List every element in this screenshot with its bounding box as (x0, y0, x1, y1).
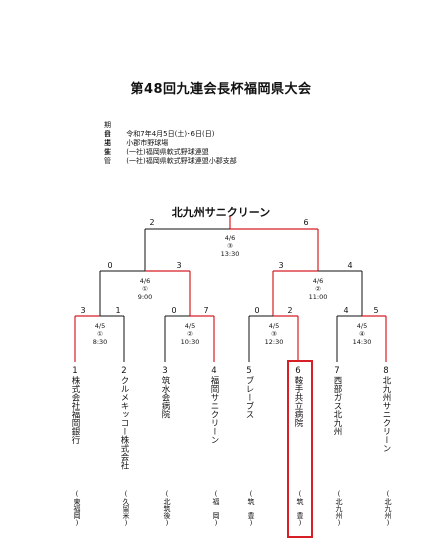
region-label: (北筑後) (163, 490, 171, 527)
score-final-left: 2 (149, 218, 155, 227)
team-4-region: (福 岡) (209, 490, 221, 529)
match-time: 9:00 (137, 293, 153, 301)
team-seed: 1 (72, 366, 78, 376)
match-info-qf1: 4/5 ① 8:30 (80, 322, 120, 346)
match-time: 11:00 (308, 293, 328, 301)
score-sf2-right: 4 (347, 261, 353, 270)
region-label: (久留米) (122, 490, 130, 527)
match-info-sf2: 4/6 ② 11:00 (298, 277, 338, 301)
region-label: (東福岡) (73, 490, 81, 527)
match-date: 4/6 (224, 234, 236, 242)
team-seed: 4 (211, 366, 217, 376)
team-6: 6 鞍手共立病院 (291, 366, 305, 430)
match-time: 14:30 (352, 338, 372, 346)
team-8: 8 北九州サニクリーン (379, 366, 393, 456)
team-5-region: (筑 豊) (244, 490, 256, 529)
team-name: 鞍手共立病院 (293, 376, 303, 427)
team-seed: 5 (246, 366, 252, 376)
match-number: ① (97, 330, 103, 338)
match-info-final: 4/6 ③ 13:30 (210, 234, 250, 258)
info-label: 主 管 (104, 148, 118, 165)
region-label: (北九州) (335, 490, 343, 527)
team-7-region: (北九州) (332, 490, 344, 529)
champion-name: 北九州サニクリーン (171, 206, 271, 219)
score-sf1-left: 0 (107, 261, 113, 270)
match-info-sf1: 4/6 ① 9:00 (125, 277, 165, 301)
match-date: 4/6 (312, 277, 324, 285)
info-value: (一社)福岡県軟式野球連盟小郡支部 (126, 157, 237, 165)
team-5: 5 ブレーブス (242, 366, 256, 422)
team-4: 4 福岡サニクリーン (207, 366, 221, 447)
team-seed: 8 (383, 366, 389, 376)
team-seed: 2 (121, 366, 127, 376)
team-1-region: (東福岡) (70, 490, 82, 529)
match-info-qf4: 4/5 ④ 14:30 (342, 322, 382, 346)
region-label: (北九州) (384, 490, 392, 527)
score-sf2-left: 3 (278, 261, 284, 270)
info-label: 会 場 (104, 130, 118, 147)
score-final-right: 6 (303, 218, 309, 227)
match-number: ② (315, 285, 321, 293)
match-time: 8:30 (92, 338, 108, 346)
info-date: 期 日 令和7年4月5日(土)･6日(日) (104, 121, 214, 139)
region-label: (筑 豊) (247, 490, 255, 527)
score-sf1-right: 3 (176, 261, 182, 270)
team-seed: 7 (334, 366, 340, 376)
match-number: ② (187, 330, 193, 338)
match-date: 4/5 (184, 322, 196, 330)
match-number: ① (142, 285, 148, 293)
score-qf1-left: 3 (80, 306, 86, 315)
score-qf3-right: 2 (287, 306, 293, 315)
team-name: クルメキッコー株式会社 (119, 376, 129, 470)
match-date: 4/5 (356, 322, 368, 330)
match-time: 10:30 (180, 338, 200, 346)
team-1: 1 株式会社福岡銀行 (68, 366, 82, 447)
info-value: 令和7年4月5日(土)･6日(日) (126, 130, 215, 138)
match-time: 13:30 (220, 250, 240, 258)
info-venue: 会 場 小郡市野球場 (104, 130, 168, 148)
team-name: 筑水会病院 (160, 376, 170, 419)
highlight-box (287, 360, 313, 538)
team-7: 7 西部ガス北九州 (330, 366, 344, 439)
score-qf2-right: 7 (203, 306, 209, 315)
match-date: 4/5 (94, 322, 106, 330)
team-name: 北九州サニクリーン (381, 376, 391, 453)
match-date: 4/6 (139, 277, 151, 285)
match-number: ④ (359, 330, 365, 338)
team-name: ブレーブス (244, 376, 254, 419)
region-label: (福 岡) (212, 490, 220, 527)
team-3-region: (北筑後) (160, 490, 172, 529)
info-label: 主 催 (104, 139, 118, 156)
team-2-region: (久留米) (119, 490, 131, 529)
team-2: 2 クルメキッコー株式会社 (117, 366, 131, 473)
match-date: 4/5 (268, 322, 280, 330)
match-number: ③ (271, 330, 277, 338)
score-qf2-left: 0 (171, 306, 177, 315)
region-label: (筑 豊) (296, 490, 304, 527)
match-number: ③ (227, 242, 233, 250)
team-seed: 6 (295, 366, 301, 376)
score-qf4-right: 5 (373, 306, 379, 315)
team-name: 福岡サニクリーン (209, 376, 219, 444)
info-label: 期 日 (104, 121, 118, 138)
info-value: 小郡市野球場 (126, 139, 169, 147)
info-value: (一社)福岡県軟式野球連盟 (126, 148, 209, 156)
team-6-region: (筑 豊) (293, 490, 305, 529)
team-name: 西部ガス北九州 (332, 376, 342, 436)
team-8-region: (北九州) (381, 490, 393, 529)
match-time: 12:30 (264, 338, 284, 346)
team-3: 3 筑水会病院 (158, 366, 172, 422)
info-organizer: 主 催 (一社)福岡県軟式野球連盟 (104, 139, 209, 157)
team-name: 株式会社福岡銀行 (70, 376, 80, 444)
score-qf4-left: 4 (343, 306, 349, 315)
score-qf1-right: 1 (115, 306, 121, 315)
match-info-qf3: 4/5 ③ 12:30 (254, 322, 294, 346)
info-host: 主 管 (一社)福岡県軟式野球連盟小郡支部 (104, 148, 237, 166)
page-title: 第48回九連会長杯福岡県大会 (130, 82, 312, 97)
team-seed: 3 (162, 366, 168, 376)
score-qf3-left: 0 (254, 306, 260, 315)
match-info-qf2: 4/5 ② 10:30 (170, 322, 210, 346)
